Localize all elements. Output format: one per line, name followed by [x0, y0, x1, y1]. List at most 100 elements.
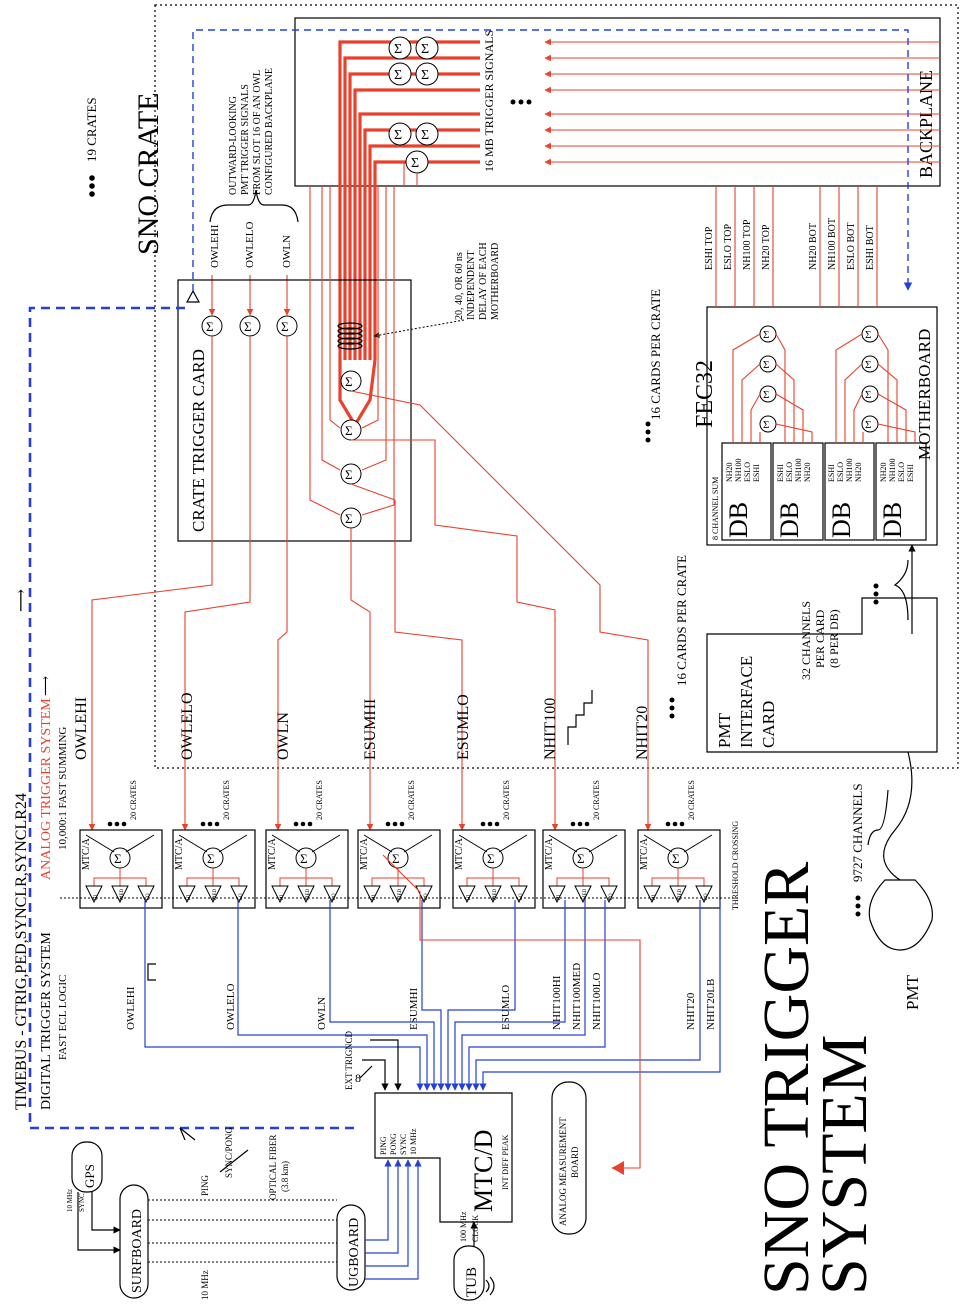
- mtca-label: MTC/A: [174, 838, 185, 870]
- mtca-lo: LO: [609, 893, 614, 900]
- svg-text:Σ: Σ: [345, 374, 353, 389]
- mtca-crates: 20 CRATES: [687, 780, 696, 820]
- mtca-lo: LO: [332, 893, 337, 900]
- motherboard-label: MOTHERBOARD: [915, 329, 934, 460]
- ping-label: PING: [200, 1174, 210, 1196]
- owl-note-4: CONFIGURED BACKPLANE: [264, 68, 275, 195]
- pmt-dots: [856, 896, 861, 917]
- svg-text:Σ: Σ: [672, 851, 680, 866]
- svg-text:OWLN: OWLN: [316, 997, 328, 1030]
- svg-text:GPS: GPS: [82, 1164, 97, 1188]
- svg-text:Σ: Σ: [865, 359, 871, 371]
- svg-text:UGBOARD: UGBOARD: [347, 1218, 362, 1287]
- owl-signal-owlelo: OWLELO: [244, 222, 256, 268]
- crate-trigger-card-label: CRATE TRIGGER CARD: [189, 349, 208, 532]
- channel-sum-label: 8 CHANNEL SUM: [711, 477, 720, 540]
- mtca-label: MTC/A: [544, 838, 555, 870]
- mtca-label: MTC/A: [267, 838, 278, 870]
- svg-text:OWLEHI: OWLEHI: [73, 697, 90, 760]
- mtca-hi: HI: [467, 894, 472, 900]
- svg-text:ESHI: ESHI: [752, 464, 761, 482]
- svg-text:SYNC: SYNC: [399, 1134, 408, 1155]
- svg-text:Σ: Σ: [392, 851, 400, 866]
- svg-text:OWLEHI: OWLEHI: [125, 986, 137, 1030]
- svg-text:Σ: Σ: [394, 128, 402, 143]
- svg-text:ESUMLO: ESUMLO: [500, 985, 512, 1030]
- nhit-staircase: [568, 690, 592, 745]
- svg-text:ANALOG MEASUREMENT: ANALOG MEASUREMENT: [558, 1117, 568, 1226]
- svg-text:PING: PING: [379, 1136, 388, 1155]
- svg-text:OWLELO: OWLELO: [179, 692, 196, 760]
- svg-text:Σ: Σ: [206, 319, 214, 334]
- svg-text:SURFBOARD: SURFBOARD: [130, 1209, 145, 1293]
- db-boards: DB DB DB DB: [722, 443, 926, 540]
- svg-text:ESHI: ESHI: [827, 464, 836, 482]
- svg-text:20, 40, OR 60 ns: 20, 40, OR 60 ns: [454, 252, 465, 320]
- title-line2: SYSTEM: [808, 1035, 881, 1295]
- svg-text:NHIT100: NHIT100: [542, 698, 559, 760]
- pulse-shape: [895, 560, 908, 620]
- svg-text:ESHI: ESHI: [906, 464, 915, 482]
- gps-10mhz: 10 MHz: [66, 1189, 74, 1212]
- mtca-hi: HI: [372, 894, 377, 900]
- pic-card-dots: [670, 698, 675, 719]
- mtca-label: MTC/A: [81, 838, 92, 870]
- mtca-crates: 20 CRATES: [502, 780, 511, 820]
- svg-text:DB: DB: [878, 502, 907, 538]
- digital-system-sub: FAST ECL LOGIC: [57, 975, 69, 1060]
- sync-pong-label: SYNC/PONG: [224, 1126, 234, 1178]
- svg-text:Σ: Σ: [865, 329, 871, 341]
- pic-dots: [874, 584, 879, 605]
- clock-1: 100 MHz: [459, 1211, 468, 1242]
- svg-text:BOARD: BOARD: [570, 1146, 580, 1178]
- mtca-hi: HI: [94, 894, 99, 900]
- svg-text:Σ: Σ: [281, 319, 289, 334]
- svg-text:ESLO TOP: ESLO TOP: [723, 224, 734, 270]
- svg-text:PMT: PMT: [715, 712, 734, 748]
- svg-text:NH20: NH20: [879, 462, 888, 482]
- svg-text:NH100 TOP: NH100 TOP: [742, 219, 753, 270]
- mb-trigger-signals-label: 16 MB TRIGGER SIGNALS: [482, 30, 496, 172]
- digital-signal-labels: OWLEHI OWLELO OWLN ESUMHI ESUMLO NHIT100…: [125, 963, 717, 1030]
- owl-note-3: FROM SLOT 16 OF AN OWL: [252, 70, 263, 195]
- owl-signal-owlehi: OWLEHI: [209, 224, 221, 268]
- gps-sync: SYNC: [78, 1193, 86, 1212]
- mtca-hi: HI: [280, 894, 285, 900]
- analog-system-arrow: ⟶: [39, 676, 54, 696]
- ctc-sums: Σ Σ Σ Σ Σ Σ Σ: [202, 316, 361, 528]
- svg-text:NH100: NH100: [734, 458, 743, 482]
- mtca-label: MTC/A: [359, 838, 370, 870]
- svg-text:10 MHz: 10 MHz: [409, 1128, 418, 1155]
- owl-feed-lines: [212, 275, 287, 315]
- svg-text:MOTHERBOARD: MOTHERBOARD: [490, 243, 501, 320]
- svg-text:Σ: Σ: [394, 42, 402, 57]
- svg-text:ESLO: ESLO: [897, 462, 906, 482]
- delay-pointer: [374, 320, 464, 336]
- mtca-label: MTC/A: [639, 838, 650, 870]
- digital-system-label: DIGITAL TRIGGER SYSTEM: [39, 932, 54, 1110]
- svg-text:Σ: Σ: [345, 423, 353, 438]
- ext-trig-arrow: [362, 1060, 385, 1090]
- mtca-lo: LO: [424, 893, 429, 900]
- svg-text:OWLN: OWLN: [275, 712, 292, 760]
- svg-text:TUB: TUB: [464, 1267, 480, 1297]
- svg-text:Σ: Σ: [763, 389, 769, 401]
- timebus-arrow: ⟶: [13, 589, 30, 612]
- svg-text:NHIT100MED: NHIT100MED: [571, 963, 583, 1030]
- svg-text:Σ: Σ: [421, 128, 429, 143]
- digital-pulse: [148, 964, 156, 980]
- svg-text:CARD: CARD: [759, 701, 778, 748]
- pmt-pulse: [868, 790, 888, 845]
- channels-per-card-1: 32 CHANNELS: [799, 601, 813, 680]
- tub-waves: [486, 1277, 494, 1295]
- svg-text:Σ: Σ: [865, 419, 871, 431]
- ext-trig-slash: [360, 1066, 372, 1078]
- mtca-lo: LO: [704, 893, 709, 900]
- svg-text:NH20 TOP: NH20 TOP: [761, 224, 772, 270]
- channels-per-card-2: PER CARD: [813, 609, 827, 668]
- ncd-label: NCD: [344, 1030, 354, 1050]
- svg-text:Σ: Σ: [421, 68, 429, 83]
- svg-text:NH20: NH20: [854, 462, 863, 482]
- mtca-lo: LO: [519, 893, 524, 900]
